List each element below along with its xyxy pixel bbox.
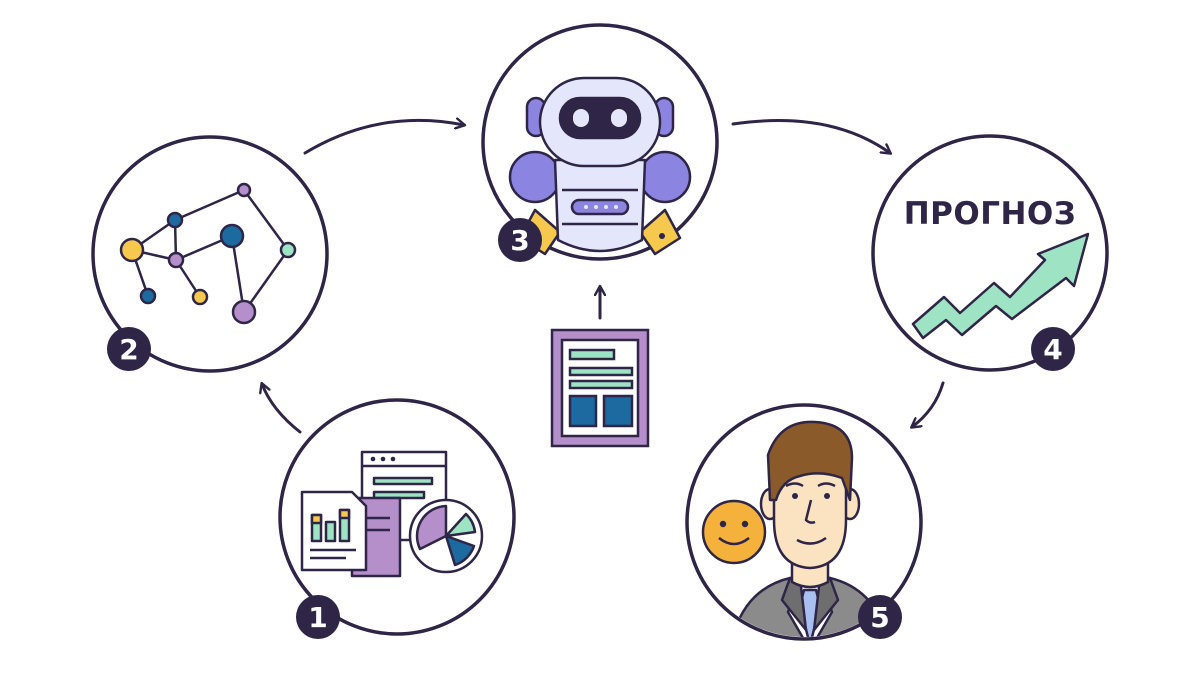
forecast-label: ПРОГНОЗ xyxy=(904,196,1077,232)
arrow-4-to-5 xyxy=(912,381,945,427)
step-4-number: 4 xyxy=(1043,333,1062,366)
step-1-number: 1 xyxy=(308,601,327,634)
step-5: 5 xyxy=(685,403,923,641)
data-documents-icon xyxy=(300,450,484,578)
step-4-badge xyxy=(1031,327,1075,371)
flow-arrows xyxy=(262,119,945,434)
arrow-1-to-2 xyxy=(262,384,302,434)
step-2-circle xyxy=(91,135,329,373)
arrow-2-to-3 xyxy=(303,120,464,155)
step-2-badge xyxy=(107,327,151,371)
step-3-number: 3 xyxy=(510,224,529,257)
robot-icon xyxy=(508,76,692,256)
step-3: 3 xyxy=(481,23,719,262)
step-5-number: 5 xyxy=(870,601,889,634)
arrow-3-to-4 xyxy=(731,119,890,153)
step-2-number: 2 xyxy=(119,333,138,366)
smiley-icon xyxy=(701,499,767,565)
step-5-badge xyxy=(858,595,902,639)
step-1-badge xyxy=(296,595,340,639)
step-1: 1 xyxy=(278,398,516,639)
document-icon xyxy=(550,328,650,448)
growth-chart-icon xyxy=(911,232,1090,340)
step-2: 2 xyxy=(91,135,329,373)
network-graph-icon xyxy=(119,182,297,325)
step-4: ПРОГНОЗ 4 xyxy=(871,134,1109,372)
step-5-circle xyxy=(685,403,923,641)
step-3-badge xyxy=(498,218,542,262)
